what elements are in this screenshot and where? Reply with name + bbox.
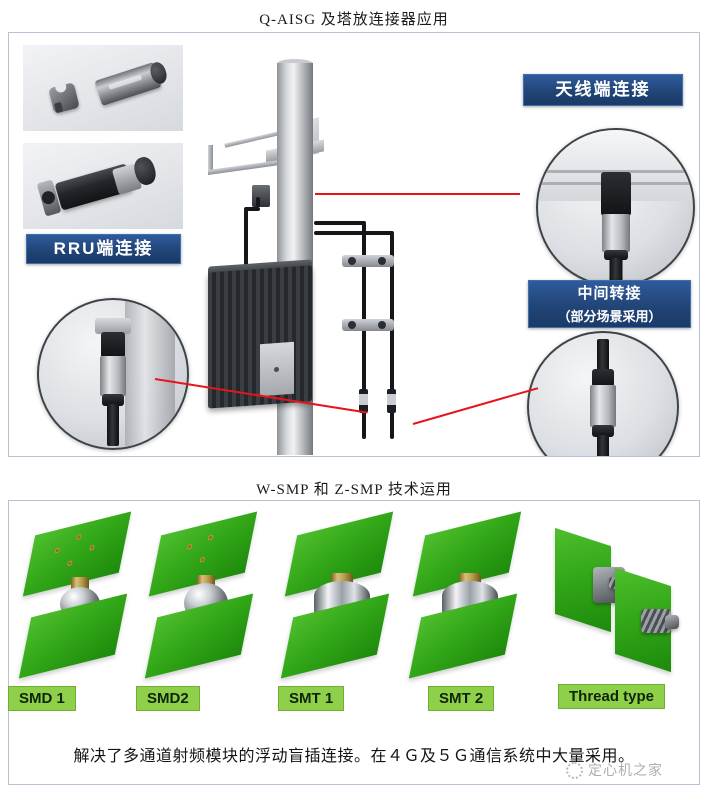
feeder-cable-segment	[314, 221, 366, 225]
pcb-plate-bottom	[408, 593, 518, 679]
bottom-caption: 解决了多通道射频模块的浮动盲插连接。在４Ｇ及５Ｇ通信系统中大量采用。	[73, 748, 635, 765]
pcb-plate-bottom	[144, 593, 254, 679]
product-model-smt-1	[277, 511, 407, 679]
connector-tip	[665, 615, 679, 629]
pointer-line-antenna	[315, 193, 520, 195]
middle-adapter-magnifier	[527, 331, 679, 456]
product-model-thread-type	[549, 519, 679, 673]
connector-silver-body	[590, 385, 616, 427]
section-heading-top: Q-AISG 及塔放连接器应用	[259, 12, 449, 28]
product-label-thread-type: Thread type	[558, 684, 666, 709]
inline-connector	[359, 389, 368, 413]
product-label-smd-2: SMD2	[136, 686, 200, 711]
antenna-support-arm-upper	[224, 130, 284, 148]
connector-parts-exploded-photo	[23, 45, 183, 131]
feeder-cable-segment	[314, 231, 394, 235]
callout-middle-line2: （部分场景采用）	[557, 309, 662, 324]
callout-label-antenna: 天线端连接	[523, 74, 683, 106]
connector-ring	[603, 250, 628, 260]
rru-connection-magnifier	[37, 298, 189, 450]
feeder-cable-segment	[362, 223, 366, 439]
feeder-cable-segment	[256, 197, 260, 207]
tower-rru-antenna-diagram	[194, 37, 494, 455]
rru-mounting-bracket	[95, 318, 131, 334]
antenna-edge-line	[538, 170, 693, 173]
pcb-plate-bottom	[18, 593, 128, 679]
connector-cable	[597, 435, 609, 456]
antenna-connector-block	[252, 185, 270, 207]
callout-label-rru: RRU端连接	[26, 234, 181, 264]
connector-cable	[107, 404, 119, 446]
watermark: 定心机之家	[566, 760, 663, 780]
connector-silver-body	[601, 214, 630, 252]
watermark-circle-logo-icon	[566, 761, 583, 779]
callout-middle-line1: 中间转接	[577, 285, 642, 302]
antenna-support-arm	[208, 159, 280, 176]
connector-black-body	[101, 332, 125, 358]
feeder-cable-segment	[390, 233, 394, 439]
rru-front-plate	[260, 341, 294, 397]
product-label-smt-2: SMT 2	[428, 686, 495, 711]
connector-ring	[102, 394, 124, 406]
antenna-mount-post	[208, 145, 213, 171]
cable-clamp	[342, 319, 394, 331]
connector-cable	[597, 339, 609, 373]
connector-silver-body	[100, 356, 126, 396]
mast-pole-in-magnifier	[124, 300, 176, 448]
connector-black-body	[592, 369, 614, 387]
product-label-smd-1: SMD 1	[8, 686, 76, 711]
product-model-smd-1	[15, 511, 145, 679]
connector-ring	[592, 425, 614, 437]
inline-connector	[387, 389, 396, 413]
connector-black-body	[600, 172, 631, 216]
product-model-smd-2	[141, 511, 271, 679]
section-heading-bottom: W-SMP 和 Z-SMP 技术运用	[256, 482, 452, 498]
cable-clamp	[342, 255, 394, 267]
antenna-connection-magnifier	[536, 128, 695, 287]
feeder-cable-segment	[244, 207, 260, 211]
product-model-smt-2	[405, 511, 535, 679]
watermark-text: 定心机之家	[588, 762, 663, 778]
connector-assembled-photo	[23, 143, 183, 229]
product-label-smt-1: SMT 1	[278, 686, 345, 711]
pcb-plate-bottom	[280, 593, 390, 679]
bottom-products-panel	[8, 500, 700, 785]
callout-label-middle: 中间转接 （部分场景采用）	[528, 280, 691, 328]
connector-cable	[609, 258, 622, 285]
